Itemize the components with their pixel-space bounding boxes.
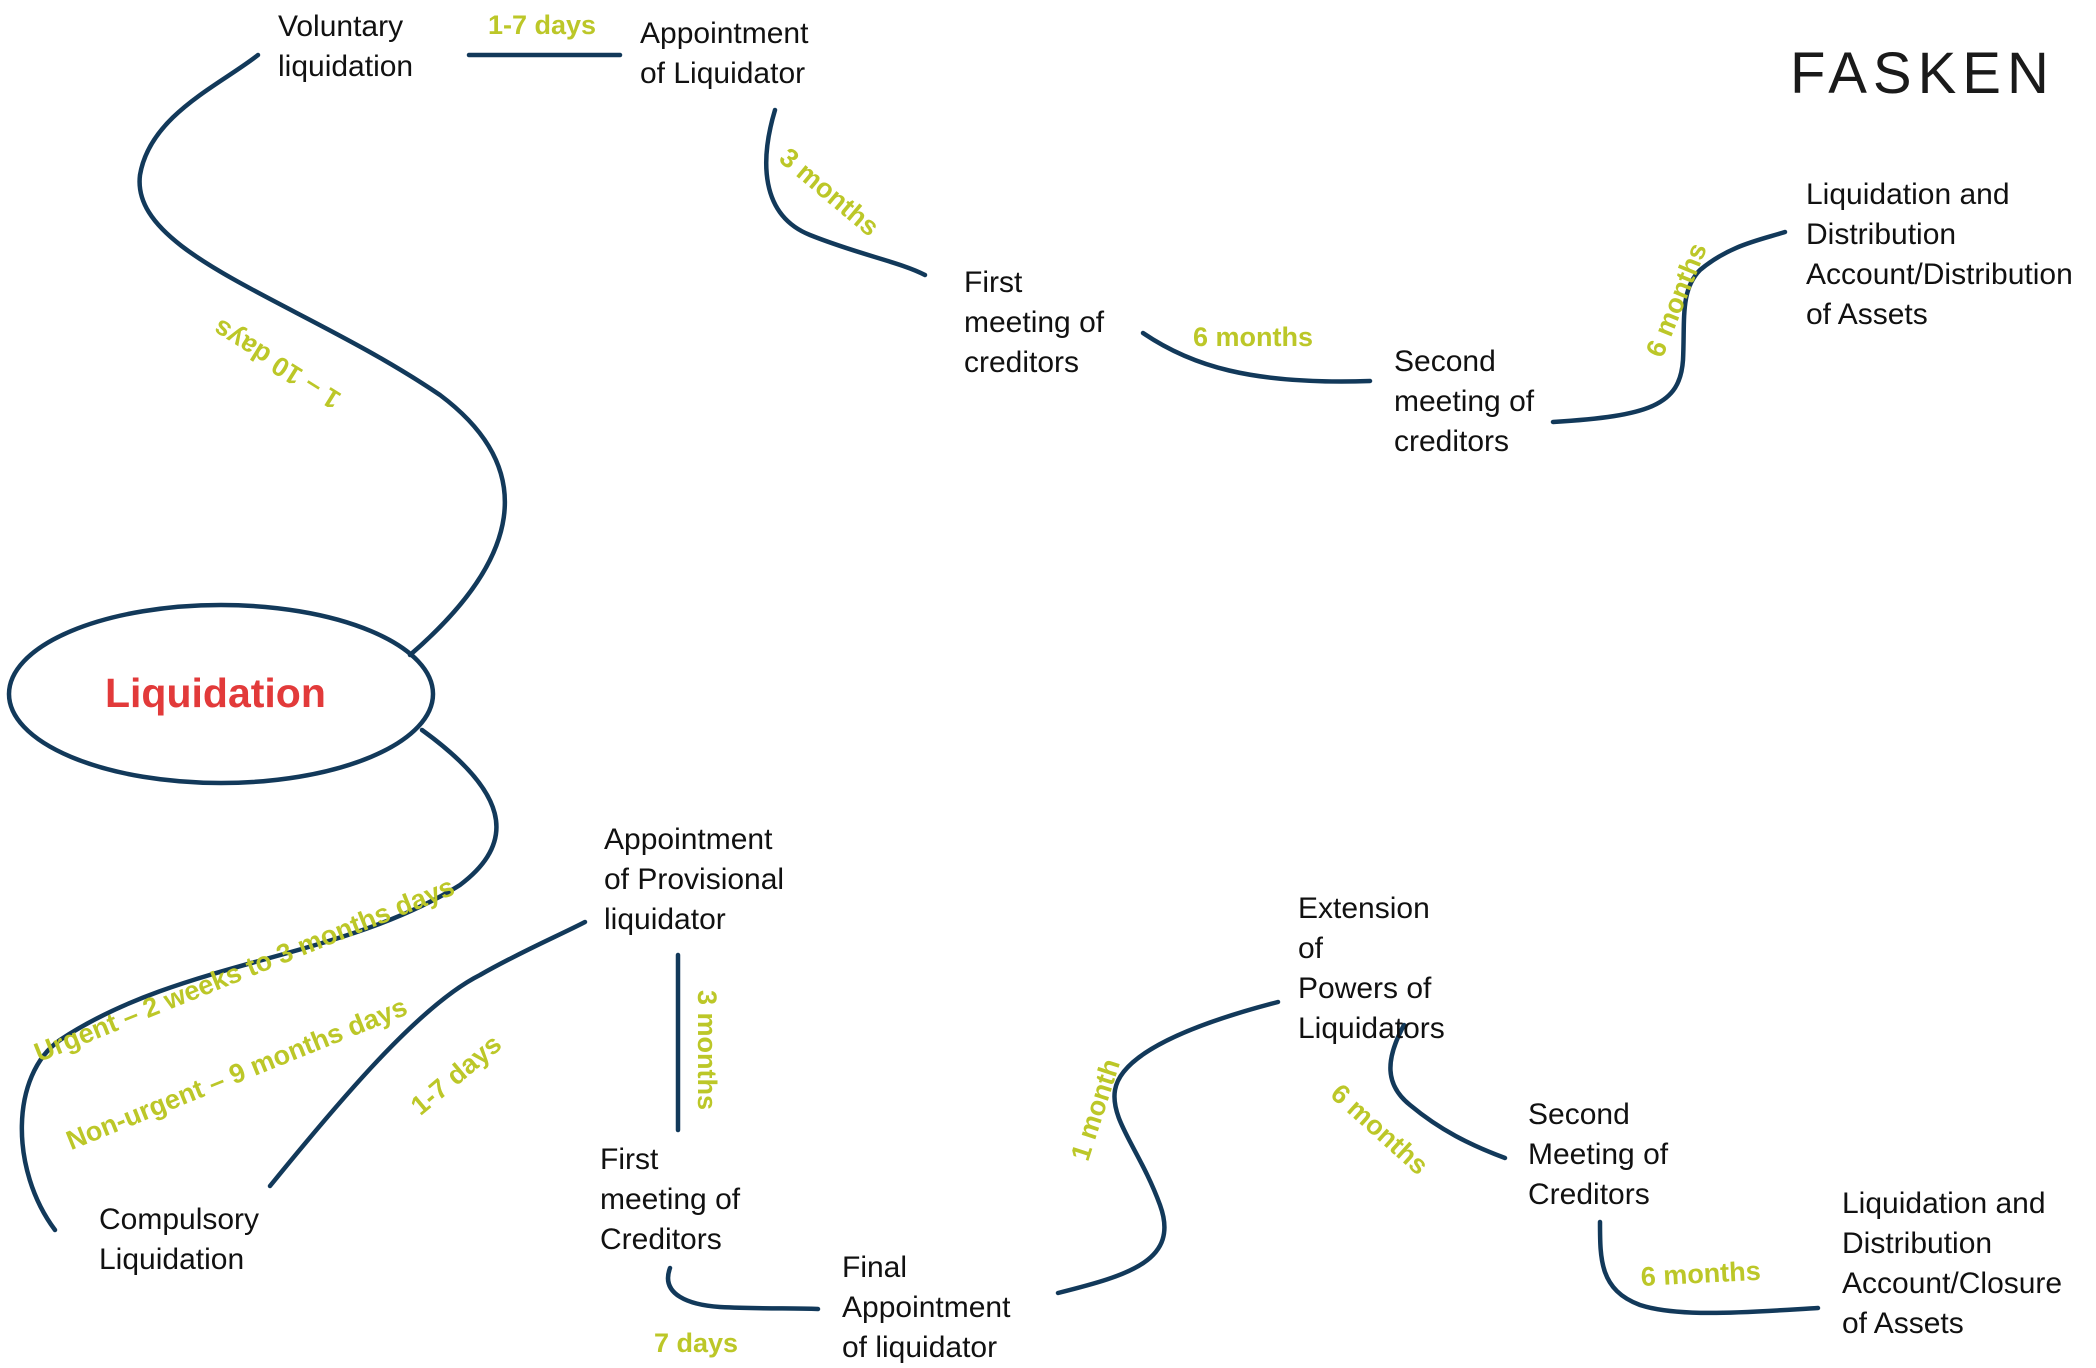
duration-first-meeting-to-final-appointment: 7 days (654, 1328, 739, 1358)
duration-second-meeting-to-final-closure: 6 months (1640, 1255, 1762, 1292)
duration-voluntary-to-appointment: 1-7 days (488, 10, 597, 40)
fasken-logo: FASKEN (1790, 41, 2055, 106)
connector-compulsory-to-provisional (267, 919, 588, 1189)
connector-final-appointment-to-extension (1055, 999, 1281, 1296)
connector-second-meeting-to-final (1550, 229, 1788, 425)
root-label: Liquidation (105, 670, 326, 716)
root-ellipse (6, 602, 436, 786)
connector-first-to-second-meeting (1140, 330, 1373, 384)
duration-first-to-second-meeting: 6 months (1193, 322, 1314, 352)
connector-appointment-to-first-meeting (764, 107, 928, 278)
connector-root-to-compulsory (19, 727, 499, 1233)
connector-second-meeting-to-final-closure (1597, 1219, 1821, 1316)
connector-first-meeting-to-final-appointment (665, 1265, 821, 1312)
duration-provisional-to-first-meeting: 3 months (692, 990, 722, 1111)
connector-root-to-voluntary (137, 52, 508, 658)
connector-extension-to-second-meeting (1388, 1022, 1508, 1161)
